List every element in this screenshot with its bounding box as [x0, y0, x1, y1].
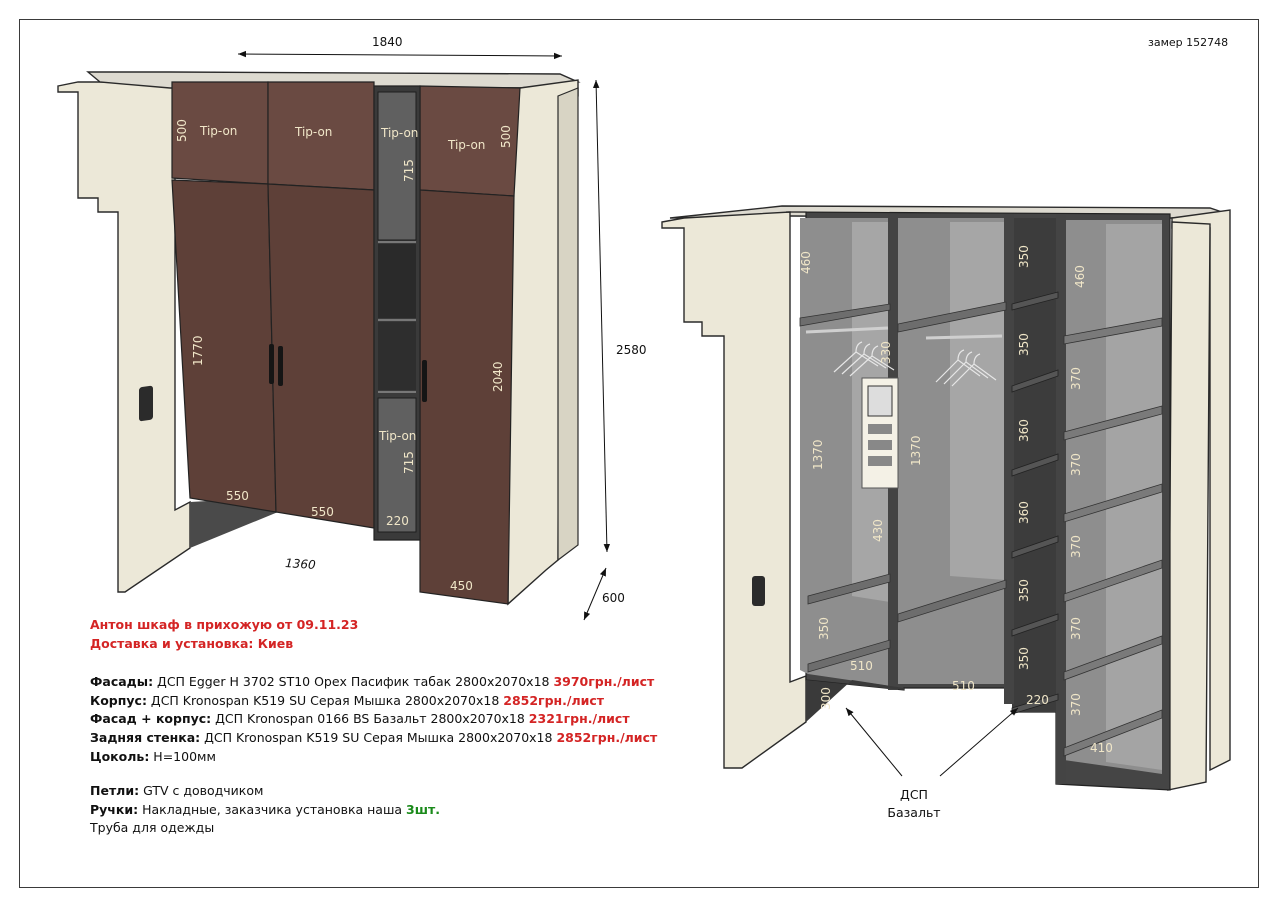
glass-panel-bottom [377, 397, 417, 533]
glass-panel-top [377, 91, 417, 241]
dim-col4-width-410: 410 [1090, 741, 1113, 755]
dim-col3-350-a: 350 [1017, 245, 1031, 268]
callout-line-1: ДСП [900, 787, 928, 802]
hanger-group-right-icon [935, 349, 997, 387]
dim-top-right-500: 500 [499, 125, 513, 148]
spec-row-pipe: Труба для одежды [90, 820, 215, 836]
dim-overall-height: 2580 [616, 343, 647, 357]
dim-col3-350-d: 350 [1017, 647, 1031, 670]
main-door-middle [267, 183, 375, 529]
spec-row-back-wall: Задняя стенка: ДСП Kronospan K519 SU Сер… [90, 729, 658, 745]
dim-glass-bottom-715: 715 [402, 451, 416, 474]
dim-col2-width-510: 510 [952, 679, 975, 693]
dim-left-door-1770: 1770 [191, 335, 205, 366]
interior-plinth [806, 680, 904, 722]
handle-left-icon [269, 344, 274, 384]
dim-col3-350-c: 350 [1017, 579, 1031, 602]
dim-lower-width: 1360 [285, 556, 317, 572]
dim-line-depth [583, 567, 607, 621]
dim-overall-width: 1840 [372, 35, 403, 49]
dim-col2-430: 430 [871, 519, 885, 542]
dim-right-width-450: 450 [450, 579, 473, 593]
dim-col4-460: 460 [1073, 265, 1087, 288]
spec-row-hinges: Петли: GTV с доводчиком [90, 783, 264, 799]
dim-line-width [237, 50, 563, 60]
dim-col4-370-d: 370 [1069, 617, 1083, 640]
dim-col1-1370: 1370 [811, 439, 825, 470]
dim-small-330: 330 [879, 341, 893, 364]
front-left-wall [57, 79, 191, 593]
spec-row-carcass: Корпус: ДСП Kronospan K519 SU Серая Мышк… [90, 692, 605, 708]
handle-right-icon [422, 360, 427, 402]
dim-line-height [592, 79, 611, 553]
spec-title-2: Доставка и установка: Киев [90, 635, 294, 651]
dim-col4-370-c: 370 [1069, 535, 1083, 558]
dim-col1-bottom-350: 350 [817, 617, 831, 640]
spec-row-facades: Фасады: ДСП Egger H 3702 ST10 Орех Пасиф… [90, 674, 655, 690]
dim-overall-depth: 600 [602, 591, 625, 605]
dim-col1-top-460: 460 [799, 251, 813, 274]
dim-col4-370-a: 370 [1069, 367, 1083, 390]
tip-on-label-4: Tip-on [447, 138, 485, 152]
front-view-drawing: Tip-on Tip-on Tip-on Tip-on Tip-on 500 5… [57, 35, 647, 621]
interior-wall-socket-icon [752, 576, 765, 606]
callout-line-left [845, 707, 903, 777]
dim-col4-370-b: 370 [1069, 453, 1083, 476]
spec-title-1: Антон шкаф в прихожую от 09.11.23 [90, 617, 359, 632]
spec-row-handles: Ручки: Накладные, заказчика установка на… [90, 801, 441, 817]
specification-block: Антон шкаф в прихожую от 09.11.23 Достав… [90, 616, 710, 838]
electrical-panel-icon [861, 377, 899, 489]
callout-line-right [939, 707, 1019, 777]
front-right-wall-side [557, 87, 579, 562]
dim-glass-width-220: 220 [386, 514, 409, 528]
main-door-left [171, 179, 277, 513]
handle-middle-icon [278, 346, 283, 386]
reference-number: замер 152748 [1148, 36, 1229, 49]
dim-col3-360-a: 360 [1017, 419, 1031, 442]
dim-col1-width-510: 510 [850, 659, 873, 673]
tip-on-label-1: Tip-on [199, 124, 237, 138]
spec-row-facade-carcass: Фасад + корпус: ДСП Kronospan 0166 BS Ба… [90, 711, 630, 727]
drawing-sheet-border [19, 19, 1259, 888]
interior-left-wall [661, 211, 807, 769]
callout-line-2: Базальт [887, 805, 941, 820]
dim-plinth-300: 300 [819, 687, 833, 710]
dim-door-width-550-b: 550 [311, 505, 334, 519]
tip-on-label-5: Tip-on [378, 429, 416, 443]
dim-glass-top-715: 715 [402, 159, 416, 182]
dim-col4-370-e: 370 [1069, 693, 1083, 716]
interior-view-drawing: 460 1370 350 510 300 1370 430 510 330 35… [661, 205, 1231, 791]
glass-shelf-1 [378, 244, 416, 318]
interior-right-wall-face [1167, 221, 1211, 791]
main-door-right [419, 189, 515, 605]
glass-shelf-2 [378, 322, 416, 390]
tip-on-label-2: Tip-on [294, 125, 332, 139]
dim-door-width-550-a: 550 [226, 489, 249, 503]
dim-col3-350-b: 350 [1017, 333, 1031, 356]
tip-on-label-3: Tip-on [380, 126, 418, 140]
material-callout: ДСП Базальт [884, 786, 944, 822]
dim-col3-360-b: 360 [1017, 501, 1031, 524]
dim-right-door-2040: 2040 [491, 361, 505, 392]
front-recess [190, 498, 414, 548]
dim-col3-width-220: 220 [1026, 693, 1049, 707]
hanger-group-left-icon [833, 341, 895, 377]
wall-socket-icon [139, 385, 153, 422]
dim-top-left-500: 500 [175, 119, 189, 142]
spec-row-plinth: Цоколь: Н=100мм [90, 748, 216, 764]
dim-col2-1370: 1370 [909, 435, 923, 466]
col2-back [950, 222, 1006, 580]
